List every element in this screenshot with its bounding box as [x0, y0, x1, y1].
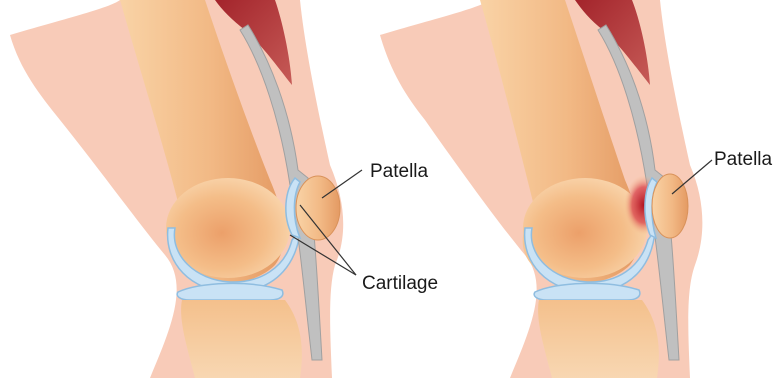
cartilage-label: Cartilage — [362, 273, 438, 294]
patella-label: Patella — [370, 161, 429, 182]
tibia — [181, 300, 302, 378]
patella-label: Patella — [714, 149, 773, 170]
tibia — [538, 300, 659, 378]
injured-knee-panel: Patella — [380, 0, 773, 378]
healthy-knee-panel: Patella Cartilage — [10, 0, 438, 378]
patella — [652, 174, 688, 238]
